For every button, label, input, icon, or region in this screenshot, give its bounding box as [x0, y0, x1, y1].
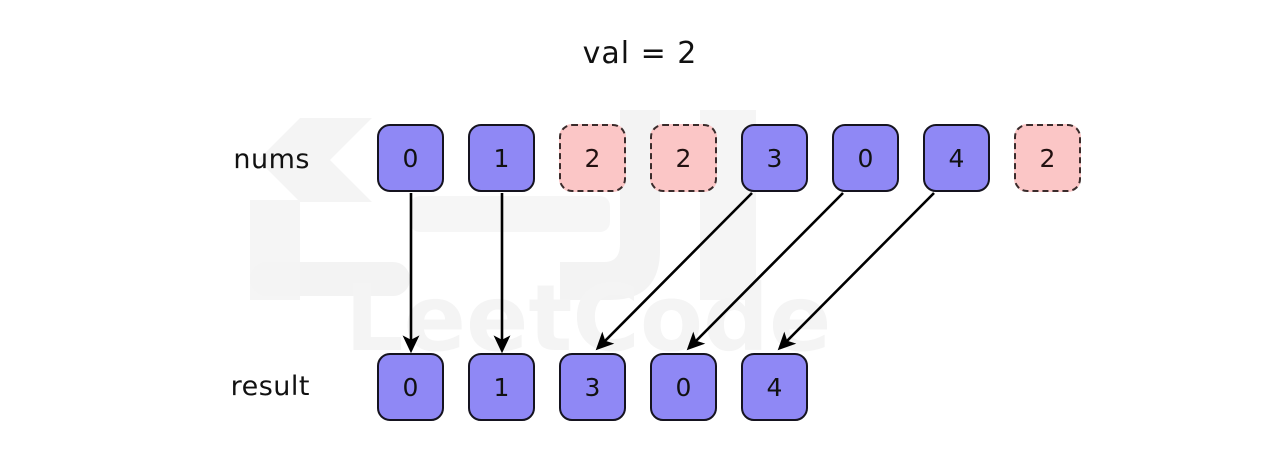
- nums-cell-2[interactable]: 2: [559, 124, 626, 192]
- result-cell-2[interactable]: 3: [559, 353, 626, 421]
- nums-cell-1-value: 1: [493, 143, 510, 173]
- result-cell-2-value: 3: [584, 372, 601, 402]
- result-cell-4[interactable]: 4: [741, 353, 808, 421]
- arrow-nums5-result3: [686, 192, 844, 351]
- nums-cell-3-value: 2: [675, 143, 692, 173]
- nums-cell-0-value: 0: [402, 143, 419, 173]
- arrow-nums4-result2: [595, 192, 753, 351]
- nums-cell-5[interactable]: 0: [832, 124, 899, 192]
- nums-cell-0[interactable]: 0: [377, 124, 444, 192]
- nums-cell-6-value: 4: [948, 143, 965, 173]
- arrow-nums6-result4: [777, 192, 935, 351]
- result-cell-3-value: 0: [675, 372, 692, 402]
- nums-cell-7-value: 2: [1039, 143, 1056, 173]
- nums-cell-7[interactable]: 2: [1014, 124, 1081, 192]
- nums-cell-2-value: 2: [584, 143, 601, 173]
- result-cell-1-value: 1: [493, 372, 510, 402]
- result-cell-3[interactable]: 0: [650, 353, 717, 421]
- nums-cell-5-value: 0: [857, 143, 874, 173]
- result-cell-0[interactable]: 0: [377, 353, 444, 421]
- nums-cell-6[interactable]: 4: [923, 124, 990, 192]
- result-cell-0-value: 0: [402, 372, 419, 402]
- result-cell-4-value: 4: [766, 372, 783, 402]
- nums-cell-3[interactable]: 2: [650, 124, 717, 192]
- nums-cell-4[interactable]: 3: [741, 124, 808, 192]
- nums-cell-1[interactable]: 1: [468, 124, 535, 192]
- nums-cell-4-value: 3: [766, 143, 783, 173]
- result-cell-1[interactable]: 1: [468, 353, 535, 421]
- page-title: val = 2: [582, 36, 698, 71]
- row-label-result: result: [230, 371, 310, 402]
- row-label-nums: nums: [233, 144, 310, 175]
